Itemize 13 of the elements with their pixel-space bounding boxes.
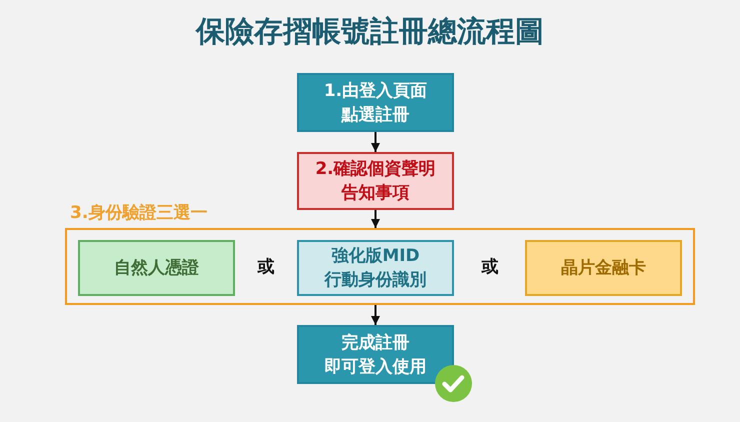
arrow xyxy=(371,305,380,325)
process-box: 1.由登入頁面點選註冊 xyxy=(297,73,454,132)
title: 保險存摺帳號註冊總流程圖 xyxy=(196,13,544,49)
option-box: 強化版MID行動身份識別 xyxy=(297,240,454,296)
or-label: 或 xyxy=(482,256,498,278)
option-box: 自然人憑證 xyxy=(78,240,235,296)
arrow xyxy=(371,132,380,152)
group-heading: 3.身份驗證三選一 xyxy=(70,202,208,225)
option-box: 晶片金融卡 xyxy=(525,240,682,296)
process-box: 2.確認個資聲明告知事項 xyxy=(297,152,454,210)
arrow xyxy=(371,210,380,228)
or-label: 或 xyxy=(258,256,274,278)
process-box: 完成註冊即可登入使用 xyxy=(297,325,454,384)
